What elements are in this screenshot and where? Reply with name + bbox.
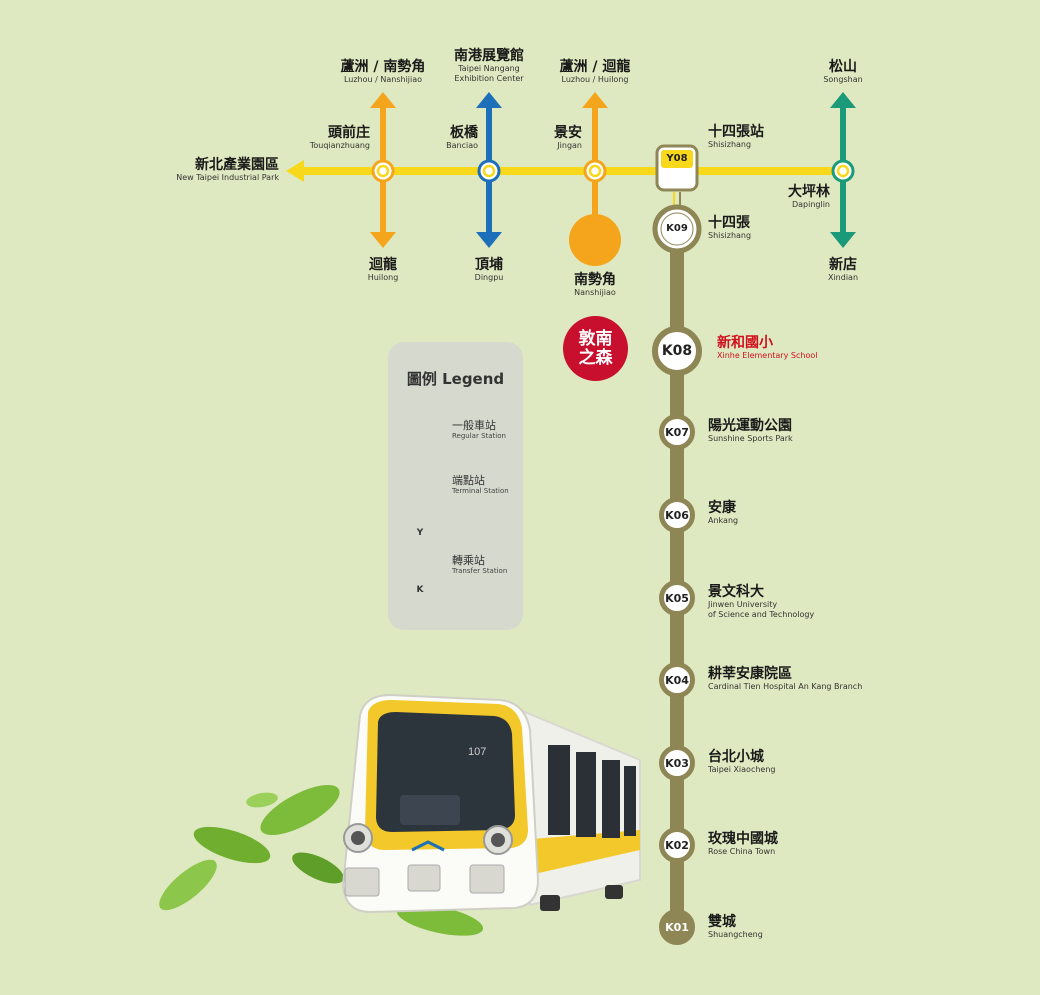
banciao-station-marker [477, 159, 501, 183]
banciao-south-arrow [476, 232, 502, 248]
jingan-south-destination: 南勢角 Nanshijiao [574, 272, 616, 297]
train-illustration [341, 693, 641, 914]
banciao-north-arrow [476, 92, 502, 108]
station-k02-label: 玫瑰中國城 Rose China Town [708, 831, 778, 856]
banciao-south-destination: 頂埔 Dingpu [474, 257, 504, 282]
station-k05-marker: K05 [659, 580, 695, 616]
dapinglin-label: 大坪林 Dapinglin [788, 184, 830, 209]
west-terminal-label: 新北產業園區 New Taipei Industrial Park [176, 157, 279, 182]
dapinglin-north-arrow [830, 92, 856, 108]
touqianzhuang-north-arrow [370, 92, 396, 108]
yellow-line-west-arrow [286, 160, 304, 182]
transfer-code-k09: K09 [666, 223, 688, 234]
train-number: 107 [468, 746, 486, 758]
touqianzhuang-north-destination: 蘆洲 / 南勢角 Luzhou / Nanshijiao [340, 59, 426, 84]
transfer-station-y08-k09 [652, 144, 702, 254]
station-k01-marker: K01 [659, 909, 695, 945]
dapinglin-station-marker [831, 159, 855, 183]
legend-transfer-top-code: Y [416, 528, 424, 538]
legend-transfer-bottom-code: K [416, 585, 424, 595]
legend-panel: 圖例 Legend 一般車站 Regular Station 端點站 Termi… [388, 342, 523, 630]
dapinglin-south-arrow [830, 232, 856, 248]
station-k09-label: 十四張 Shisizhang [708, 215, 752, 240]
station-k05-label: 景文科大 Jinwen University of Science and Te… [708, 584, 815, 619]
leaf-decoration [159, 784, 484, 936]
dapinglin-south-destination: 新店 Xindian [827, 257, 859, 282]
jingan-north-destination: 蘆洲 / 迴龍 Luzhou / Huilong [559, 59, 631, 84]
touqianzhuang-label: 頭前庄 Touqianzhuang [309, 125, 370, 150]
highlight-badge: 敦南 之森 [563, 316, 628, 381]
station-k07-marker: K07 [659, 414, 695, 450]
station-k08-label: 新和國小 Xinhe Elementary School [717, 335, 818, 360]
dapinglin-north-destination: 松山 Songshan [823, 59, 863, 84]
banciao-north-destination: 南港展覽館 Taipei Nangang Exhibition Center [454, 48, 524, 83]
station-k06-marker: K06 [659, 497, 695, 533]
legend-regular: 一般車站 Regular Station [452, 419, 506, 440]
nanshijiao-terminal [569, 214, 621, 266]
station-k02-marker: K02 [659, 827, 695, 863]
banciao-label: 板橋 Banciao [446, 125, 478, 150]
station-k07-label: 陽光運動公園 Sunshine Sports Park [708, 418, 793, 443]
touqianzhuang-station-marker [371, 159, 395, 183]
legend-title: 圖例 Legend [406, 370, 505, 388]
station-k01-label: 雙城 Shuangcheng [708, 914, 763, 939]
station-k04-marker: K04 [659, 662, 695, 698]
transfer-code-y08: Y08 [666, 153, 688, 164]
station-k03-marker: K03 [659, 745, 695, 781]
legend-terminal: 端點站 Terminal Station [452, 474, 509, 495]
touqianzhuang-south-arrow [370, 232, 396, 248]
shisizhang-yellow-label: 十四張站 Shisizhang [708, 124, 764, 149]
station-k03-label: 台北小城 Taipei Xiaocheng [708, 749, 776, 774]
touqianzhuang-south-destination: 迴龍 Huilong [367, 257, 399, 282]
jingan-north-arrow [582, 92, 608, 108]
station-k08-marker: K08 [652, 326, 702, 376]
station-k04-label: 耕莘安康院區 Cardinal Tien Hospital An Kang Br… [708, 666, 863, 691]
station-k06-label: 安康 Ankang [708, 500, 739, 525]
legend-transfer: 轉乘站 Transfer Station [452, 554, 508, 575]
jingan-label: 景安 Jingan [554, 125, 582, 150]
jingan-station-marker [583, 159, 607, 183]
